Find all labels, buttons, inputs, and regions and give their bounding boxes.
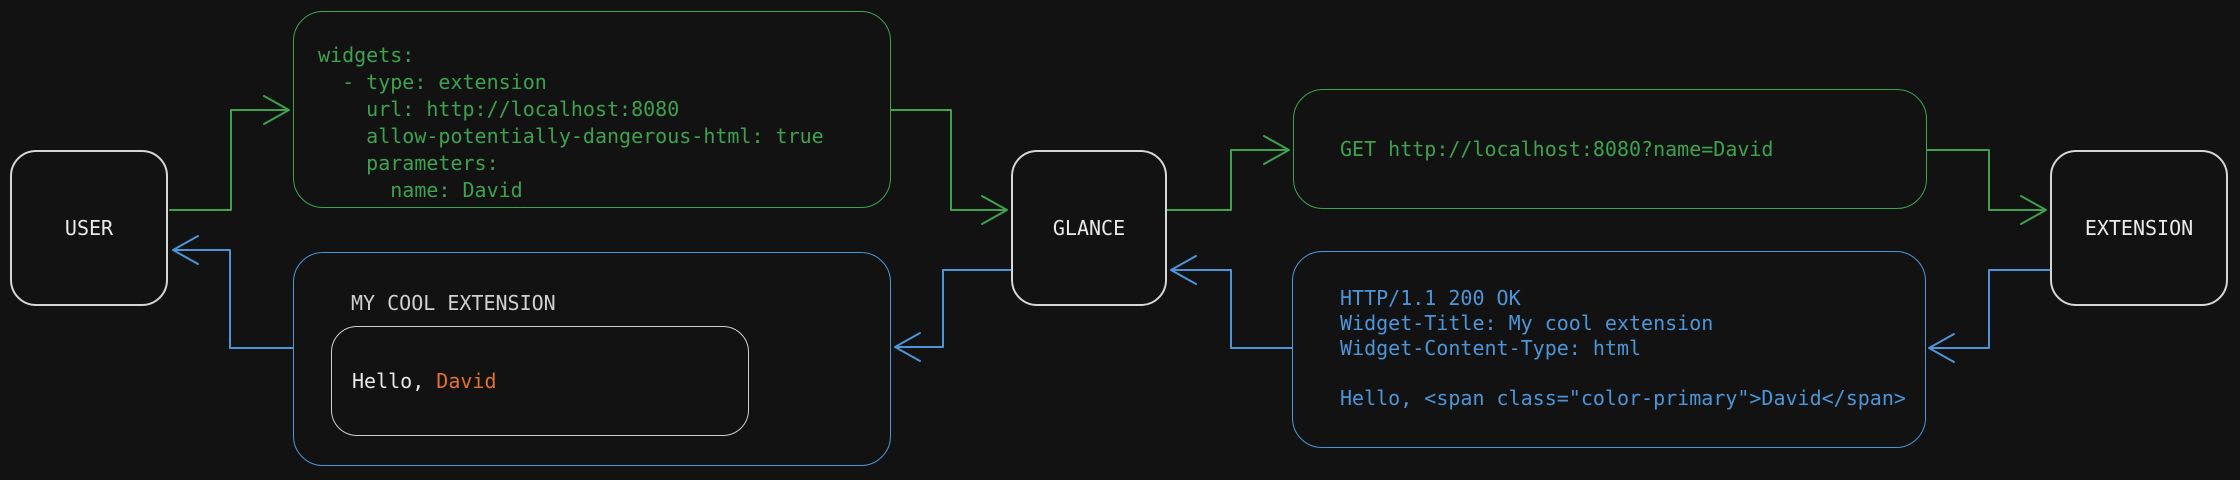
config-box: widgets: - type: extension url: http://l…	[293, 11, 891, 208]
widget-preview-frame: Hello, David	[331, 326, 749, 436]
node-extension: EXTENSION	[2050, 150, 2228, 306]
http-response-code: HTTP/1.1 200 OK Widget-Title: My cool ex…	[1340, 286, 1906, 410]
config-yaml-code: widgets: - type: extension url: http://l…	[318, 43, 824, 202]
arrow-glance-to-request	[1166, 135, 1290, 211]
node-extension-label: EXTENSION	[2084, 216, 2194, 240]
arrow-extension-to-response	[1928, 269, 2051, 363]
http-request-line: GET http://localhost:8080?name=David	[1340, 137, 1774, 161]
arrow-response-to-glance	[1170, 255, 1293, 349]
node-user: USER	[10, 150, 168, 306]
request-box: GET http://localhost:8080?name=David	[1293, 89, 1927, 209]
arrow-user-to-config	[169, 95, 290, 211]
arrow-widget-to-user	[172, 235, 294, 349]
node-glance-label: GLANCE	[1052, 216, 1126, 240]
node-glance: GLANCE	[1011, 150, 1167, 306]
arrow-request-to-extension	[1926, 149, 2047, 225]
arrow-config-to-glance	[890, 109, 1008, 225]
response-box: HTTP/1.1 200 OK Widget-Title: My cool ex…	[1292, 251, 1926, 448]
greeting-name: David	[436, 369, 497, 393]
node-user-label: USER	[64, 216, 114, 240]
widget-box: MY COOL EXTENSION Hello, David	[293, 252, 891, 466]
arrow-glance-to-widget	[894, 269, 1012, 362]
greeting-prefix: Hello,	[352, 369, 437, 393]
widget-title: MY COOL EXTENSION	[351, 291, 556, 315]
widget-greeting: Hello, David	[332, 369, 497, 393]
